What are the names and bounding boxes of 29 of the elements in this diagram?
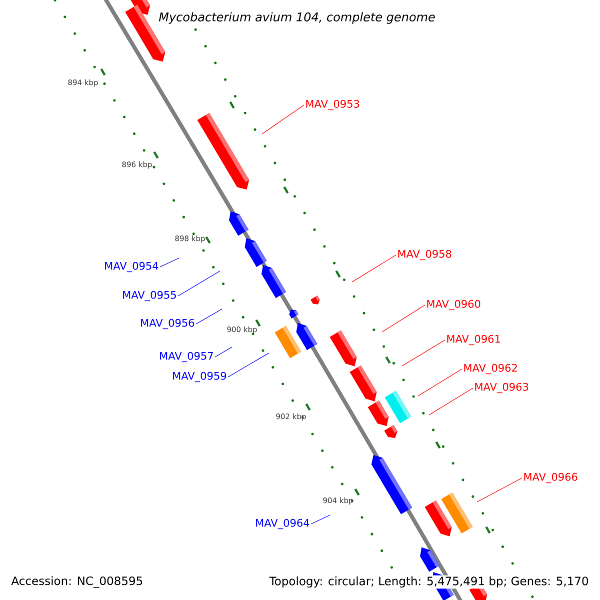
leader-line: [476, 478, 522, 502]
leader-line: [228, 352, 270, 378]
title: Mycobacterium avium 104, complete genome: [158, 11, 436, 25]
gene-label: MAV_0961: [447, 334, 500, 346]
leader-line: [178, 270, 220, 296]
info-text: Topology: circular; Length: 5,475,491 bp; Genes: 5,170: [268, 575, 590, 589]
leader-line: [310, 514, 330, 524]
leader-line: [160, 258, 180, 268]
gene-label: MAV_0957: [160, 352, 213, 362]
gene-label: MAV_0954: [105, 262, 158, 272]
gene-label: MAV_0959: [173, 372, 226, 382]
gene-label: MAV_0966: [524, 472, 578, 484]
leader-line: [196, 308, 222, 324]
leader-line: [262, 104, 304, 134]
gene-label: MAV_0955: [123, 290, 176, 302]
gene-label: MAV_0964: [256, 518, 310, 530]
leader-line: [428, 388, 474, 416]
gene-label: MAV_0958: [398, 250, 452, 260]
leader-line: [214, 346, 232, 358]
gene-label: MAV_0962: [464, 364, 517, 374]
leader-line: [352, 254, 396, 282]
gene-label: MAV_0960: [427, 300, 480, 310]
info-text: Accession: NC_008595: [10, 575, 144, 589]
gene-label: MAV_0963: [475, 382, 528, 394]
gene-label: MAV_0956: [141, 318, 194, 330]
leader-line: [418, 368, 462, 396]
gene-label: MAV_0953: [306, 100, 360, 110]
leader-line: [402, 340, 446, 366]
leader-line: [382, 304, 426, 332]
